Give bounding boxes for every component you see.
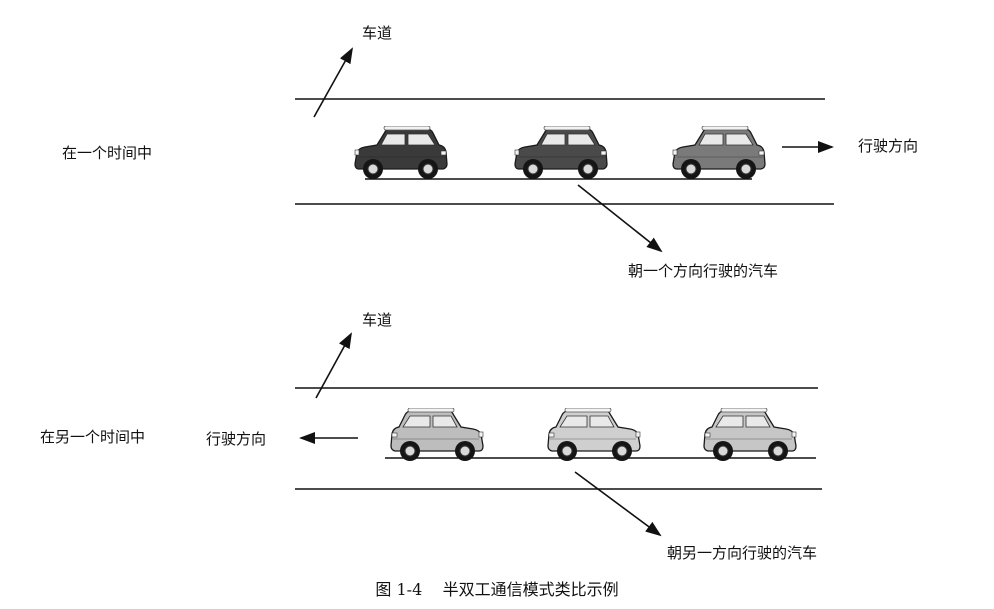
figure-caption: 图 1-4 半双工通信模式类比示例 bbox=[375, 580, 619, 599]
cars-pointer-arrow bbox=[574, 471, 662, 537]
cars-pointer-arrow bbox=[577, 184, 663, 253]
car-dark bbox=[354, 126, 448, 180]
time-label: 在另一个时间中 bbox=[40, 428, 146, 446]
car-light bbox=[390, 408, 484, 462]
lane-label: 车道 bbox=[362, 311, 393, 329]
lane-pointer-arrow bbox=[313, 47, 353, 118]
cars-label: 朝另一方向行驶的汽车 bbox=[667, 544, 818, 562]
lane-pointer-arrow bbox=[315, 332, 352, 399]
direction-label: 行驶方向 bbox=[206, 430, 267, 448]
car-light bbox=[703, 408, 797, 462]
scene-bottom bbox=[295, 332, 822, 537]
car-dark bbox=[514, 126, 608, 180]
lane-label: 车道 bbox=[362, 24, 393, 42]
time-label: 在一个时间中 bbox=[62, 144, 153, 162]
direction-label: 行驶方向 bbox=[858, 137, 919, 155]
cars-label: 朝一个方向行驶的汽车 bbox=[628, 262, 779, 280]
scene-top bbox=[295, 47, 834, 253]
car-mid bbox=[672, 126, 766, 180]
car-light bbox=[547, 408, 641, 462]
